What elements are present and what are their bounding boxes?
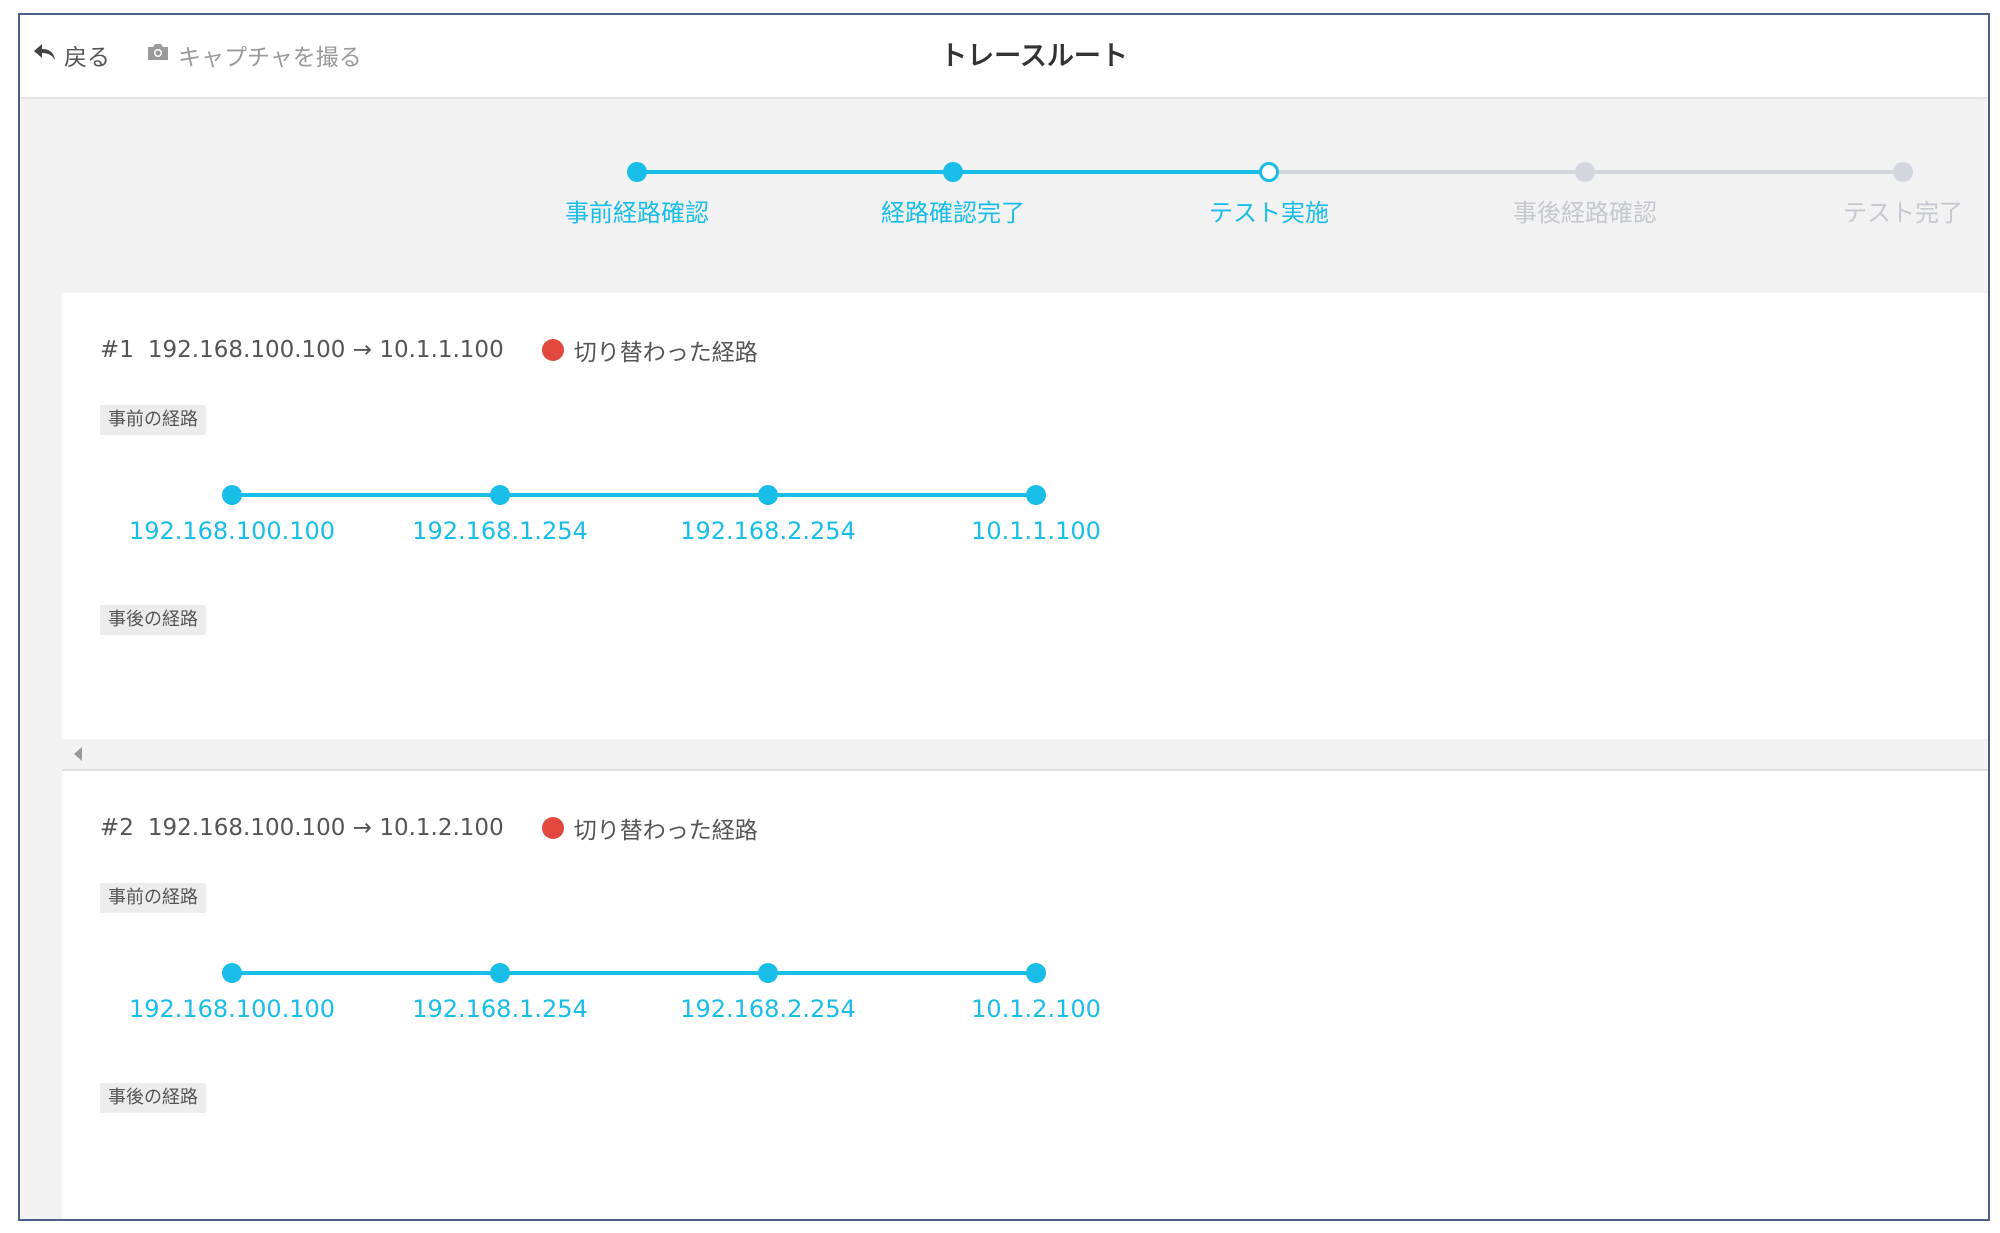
route-header: #2 192.168.100.100 → 10.1.2.100 切り替わった経路 — [100, 811, 758, 845]
route-card-2: #2 192.168.100.100 → 10.1.2.100 切り替わった経路… — [62, 771, 1988, 1219]
step-dot-5 — [1893, 162, 1913, 182]
horizontal-scrollbar[interactable] — [62, 739, 1988, 771]
step-dot-2 — [943, 162, 963, 182]
after-route-tag: 事後の経路 — [100, 1083, 206, 1113]
hop-label: 10.1.1.100 — [971, 517, 1101, 545]
undo-arrow-icon — [32, 40, 58, 70]
page-title: トレースルート — [940, 41, 1128, 72]
hop-dot[interactable] — [1026, 963, 1046, 983]
hop-label: 192.168.2.254 — [680, 995, 856, 1023]
step-dot-3 — [1259, 162, 1279, 182]
after-route-tag: 事後の経路 — [100, 605, 206, 635]
hop-label: 192.168.2.254 — [680, 517, 856, 545]
step-label-3: テスト実施 — [1209, 199, 1329, 227]
step-label-5: テスト完了 — [1843, 199, 1963, 227]
back-button[interactable]: 戻る — [32, 33, 110, 77]
step-connector-1 — [637, 170, 953, 174]
step-dot-1 — [627, 162, 647, 182]
step-label-2: 経路確認完了 — [881, 199, 1025, 227]
before-route-tag: 事前の経路 — [100, 405, 206, 435]
route-number: #2 — [100, 815, 134, 841]
hop-dot[interactable] — [758, 963, 778, 983]
hop-label: 192.168.1.254 — [412, 517, 588, 545]
step-dot-4 — [1575, 162, 1595, 182]
hop-dot[interactable] — [490, 963, 510, 983]
step-label-4: 事後経路確認 — [1513, 199, 1657, 227]
red-dot-icon — [541, 817, 564, 839]
route-path: 192.168.100.100 → 10.1.1.100 — [147, 337, 504, 363]
hop-label: 192.168.1.254 — [412, 995, 588, 1023]
progress-stepper: 事前経路確認 経路確認完了 テスト実施 事後経路確認 テスト完了 — [20, 99, 1988, 307]
hop-label: 192.168.100.100 — [128, 995, 336, 1023]
capture-button[interactable]: キャプチャを撮る — [146, 33, 362, 77]
hop-dot[interactable] — [758, 485, 778, 505]
before-route-tag: 事前の経路 — [100, 883, 206, 913]
hop-dot[interactable] — [490, 485, 510, 505]
red-dot-icon — [541, 339, 564, 361]
hop-dot[interactable] — [222, 963, 242, 983]
hop-label: 10.1.2.100 — [971, 995, 1101, 1023]
hop-dot[interactable] — [222, 485, 242, 505]
route-path: 192.168.100.100 → 10.1.2.100 — [147, 815, 504, 841]
before-route: 192.168.100.100 192.168.1.254 192.168.2.… — [62, 473, 1101, 563]
scroll-left-icon[interactable] — [74, 747, 82, 761]
route-number: #1 — [100, 337, 134, 363]
hop-dot[interactable] — [1026, 485, 1046, 505]
back-label: 戻る — [64, 45, 110, 71]
step-connector-4 — [1585, 170, 1903, 174]
top-bar: 戻る キャプチャを撮る トレースルート — [20, 15, 1988, 99]
route-line — [232, 971, 1036, 975]
before-route: 192.168.100.100 192.168.1.254 192.168.2.… — [62, 951, 1101, 1041]
step-label-1: 事前経路確認 — [565, 199, 709, 227]
step-connector-2 — [953, 170, 1269, 174]
route-line — [232, 493, 1036, 497]
camera-icon — [146, 41, 170, 69]
route-status: 切り替わった経路 — [573, 818, 758, 844]
capture-label: キャプチャを撮る — [178, 45, 362, 71]
route-header: #1 192.168.100.100 → 10.1.1.100 切り替わった経路 — [100, 333, 758, 367]
route-card-1: #1 192.168.100.100 → 10.1.1.100 切り替わった経路… — [62, 293, 1988, 739]
route-status: 切り替わった経路 — [573, 340, 758, 366]
step-connector-3 — [1269, 170, 1585, 174]
hop-label: 192.168.100.100 — [128, 517, 336, 545]
trace-route-window: 戻る キャプチャを撮る トレースルート 事前経路確認 経路確認完了 テスト実施 — [18, 13, 1990, 1221]
